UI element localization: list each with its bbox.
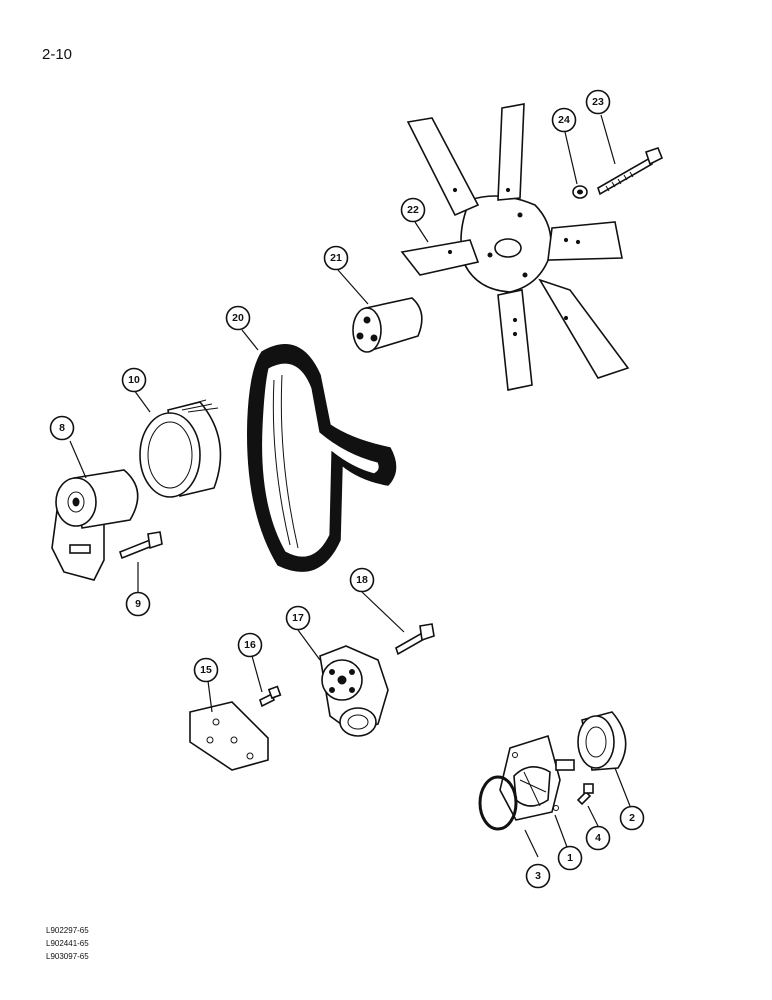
callout-20: 20: [225, 305, 251, 331]
idler-assembly: [51, 469, 139, 581]
svg-text:20: 20: [232, 312, 244, 324]
callout-3: 3: [525, 863, 551, 889]
reference-codes: L902297-65 L902441-65 L903097-65: [46, 924, 89, 963]
callout-21: 21: [323, 245, 349, 271]
svg-text:18: 18: [356, 574, 368, 586]
drive-belt: [247, 344, 397, 572]
callout-9: 9: [125, 591, 151, 617]
svg-text:23: 23: [592, 96, 604, 108]
pump-screw: [576, 783, 594, 806]
callout-2: 2: [619, 805, 645, 831]
svg-text:15: 15: [200, 664, 212, 676]
fan-washer: [572, 185, 588, 199]
callout-22: 22: [400, 197, 426, 223]
callout-10: 10: [121, 367, 147, 393]
fan-assembly: [400, 103, 630, 391]
reference-code: L902297-65: [46, 926, 89, 935]
belt-tensioner: [319, 645, 389, 737]
crank-pulley: [139, 399, 222, 498]
water-pump: [499, 734, 575, 821]
callout-4: 4: [585, 825, 611, 851]
svg-text:16: 16: [244, 639, 256, 651]
tensioner-bolt: [395, 623, 435, 656]
svg-text:10: 10: [128, 374, 140, 386]
callout-16: 16: [237, 632, 263, 658]
svg-text:8: 8: [59, 422, 65, 434]
mounting-bracket: [189, 701, 269, 771]
svg-text:4: 4: [595, 832, 601, 844]
callout-8: 8: [49, 415, 75, 441]
callout-17: 17: [285, 605, 311, 631]
reference-code: L902441-65: [46, 939, 89, 948]
callout-18: 18: [349, 567, 375, 593]
svg-text:22: 22: [407, 204, 419, 216]
idler-bolt: [119, 531, 163, 560]
svg-text:21: 21: [330, 252, 342, 264]
page-number: 2-10: [42, 46, 73, 63]
svg-text:9: 9: [135, 598, 141, 610]
o-ring: [478, 775, 518, 831]
fan-spacer: [352, 297, 423, 353]
svg-text:1: 1: [567, 852, 573, 864]
callout-23: 23: [585, 89, 611, 115]
svg-text:24: 24: [558, 114, 570, 126]
svg-text:3: 3: [535, 870, 541, 882]
reference-code: L903097-65: [46, 952, 89, 961]
callout-24: 24: [551, 107, 577, 133]
svg-text:17: 17: [292, 612, 304, 624]
fan-bolt: [597, 147, 664, 196]
bracket-screw: [259, 685, 282, 708]
svg-text:2: 2: [629, 812, 635, 824]
callout-15: 15: [193, 657, 219, 683]
pump-pulley: [577, 711, 627, 771]
callout-1: 1: [557, 845, 583, 871]
